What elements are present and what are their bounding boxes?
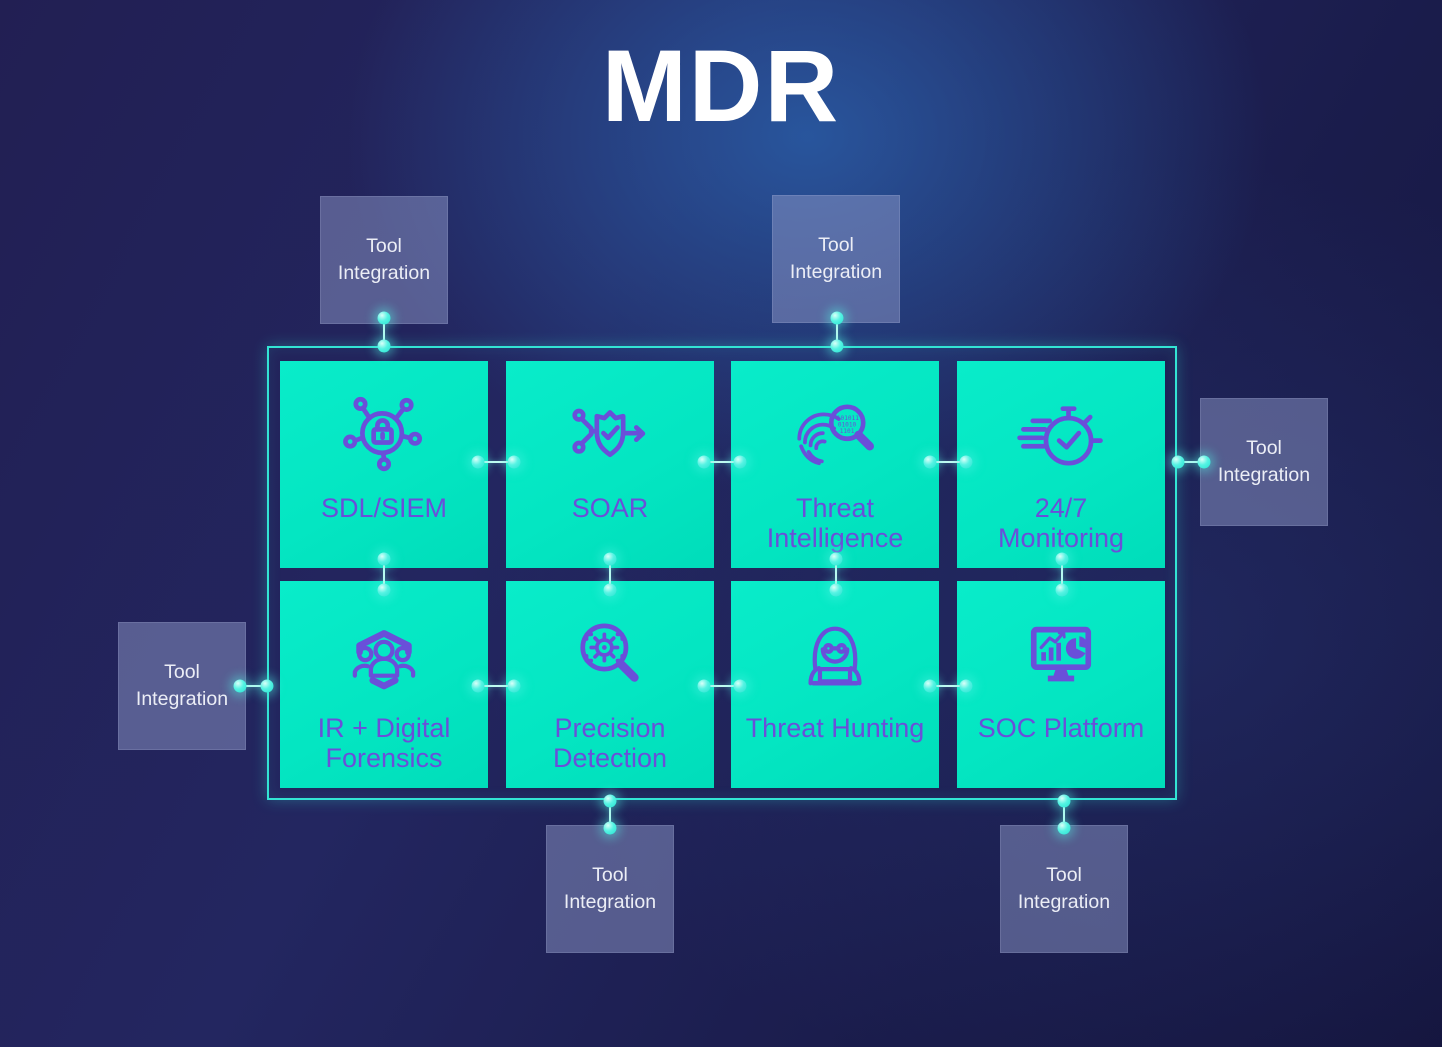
- connector-dot: [829, 552, 843, 566]
- connector-dot: [603, 583, 617, 597]
- connector-dot: [697, 455, 711, 469]
- connector-line: [704, 460, 740, 464]
- connector-line: [704, 684, 740, 688]
- page-title: MDR: [601, 29, 841, 143]
- integration-label: Tool Integration: [1217, 437, 1311, 486]
- service-box-threat-hunting: Threat Hunting: [731, 581, 939, 788]
- service-label: SOC Platform: [977, 713, 1145, 743]
- integration-label: Tool Integration: [563, 864, 657, 913]
- connector-line: [608, 559, 612, 590]
- connector-dot: [923, 455, 937, 469]
- stopwatch-check-icon: [1014, 387, 1108, 483]
- service-label: SOAR: [571, 493, 649, 523]
- connector-dot: [733, 455, 747, 469]
- shield-check-arrow-icon: [563, 387, 657, 483]
- connector-dot: [377, 552, 391, 566]
- service-box-precision-detection: Precision Detection: [506, 581, 714, 788]
- service-label: SDL/SIEM: [320, 493, 448, 523]
- connector-dot: [603, 821, 617, 835]
- connector-dot: [1057, 821, 1071, 835]
- connector-dot: [1197, 455, 1211, 469]
- connector-dot: [829, 583, 843, 597]
- connector-line: [382, 318, 386, 346]
- integration-box-bottom-left: Tool Integration: [546, 825, 674, 953]
- connector-dot: [830, 339, 844, 353]
- connector-dot: [471, 455, 485, 469]
- service-box-sdl-siem: SDL/SIEM: [280, 361, 488, 568]
- connector-dot: [697, 679, 711, 693]
- integration-label: Tool Integration: [1017, 864, 1111, 913]
- service-box-ir-digital-forensics: IR + Digital Forensics: [280, 581, 488, 788]
- connector-dot: [733, 679, 747, 693]
- connector-dot: [959, 455, 973, 469]
- connector-line: [834, 559, 838, 590]
- service-label: IR + Digital Forensics: [317, 713, 451, 774]
- integration-label: Tool Integration: [135, 661, 229, 710]
- services-frame: [267, 346, 1177, 800]
- connector-dot: [377, 583, 391, 597]
- connector-dot: [507, 455, 521, 469]
- service-label: Precision Detection: [552, 713, 668, 774]
- hooded-hacker-icon: [788, 607, 882, 703]
- connector-line: [608, 801, 612, 828]
- connector-line: [1062, 801, 1066, 828]
- connector-line: [478, 460, 514, 464]
- fingerprint-magnifier-icon: 101011 01010 1101: [788, 387, 882, 483]
- connector-line: [478, 684, 514, 688]
- service-label: Threat Intelligence: [766, 493, 904, 554]
- connector-dot: [603, 552, 617, 566]
- integration-box-left: Tool Integration: [118, 622, 246, 750]
- connector-line: [930, 684, 966, 688]
- svg-text:101011: 101011: [837, 415, 859, 422]
- connector-line: [930, 460, 966, 464]
- connector-line: [240, 684, 267, 688]
- connector-dot: [1055, 552, 1069, 566]
- connector-line: [1060, 559, 1064, 590]
- service-box-24-7-monitoring: 24/7 Monitoring: [957, 361, 1165, 568]
- connector-dot: [1057, 794, 1071, 808]
- connector-line: [1178, 460, 1204, 464]
- team-shield-icon: [337, 607, 431, 703]
- integration-label: Tool Integration: [337, 235, 431, 284]
- connector-dot: [507, 679, 521, 693]
- connector-line: [382, 559, 386, 590]
- connector-dot: [1055, 583, 1069, 597]
- service-label: Threat Hunting: [745, 713, 925, 743]
- dashboard-monitor-icon: [1014, 607, 1108, 703]
- connector-dot: [377, 311, 391, 325]
- service-box-soar: SOAR: [506, 361, 714, 568]
- integration-box-bottom-right: Tool Integration: [1000, 825, 1128, 953]
- connector-dot: [233, 679, 247, 693]
- gear-magnifier-icon: [563, 607, 657, 703]
- connector-dot: [377, 339, 391, 353]
- service-box-soc-platform: SOC Platform: [957, 581, 1165, 788]
- svg-text:1101: 1101: [840, 428, 855, 435]
- connector-dot: [603, 794, 617, 808]
- connector-dot: [260, 679, 274, 693]
- connector-dot: [1171, 455, 1185, 469]
- connector-line: [835, 318, 839, 346]
- svg-text:01010: 01010: [838, 422, 857, 429]
- integration-box-right: Tool Integration: [1200, 398, 1328, 526]
- connector-dot: [959, 679, 973, 693]
- service-box-threat-intelligence: 101011 01010 1101 Threat Intelligence: [731, 361, 939, 568]
- integration-label: Tool Integration: [789, 234, 883, 283]
- integration-box-top-left: Tool Integration: [320, 196, 448, 324]
- integration-box-top-right: Tool Integration: [772, 195, 900, 323]
- network-lock-icon: [337, 387, 431, 483]
- service-label: 24/7 Monitoring: [997, 493, 1125, 554]
- connector-dot: [471, 679, 485, 693]
- connector-dot: [830, 311, 844, 325]
- connector-dot: [923, 679, 937, 693]
